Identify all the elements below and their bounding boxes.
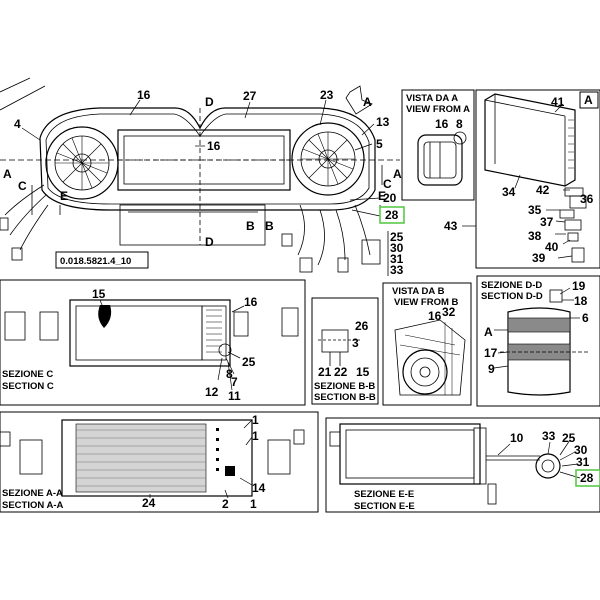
section-aa-callout-1-bottom: 1 <box>250 497 257 511</box>
view-from-a-panel: VISTA DA A VIEW FROM A 16 8 <box>401 89 475 201</box>
section-ee-title-it: SEZIONE E-E <box>354 489 414 500</box>
view-a-callout-8: 8 <box>456 117 463 131</box>
callout-16-top: 16 <box>137 88 151 102</box>
section-ee-callout-31: 31 <box>576 455 590 469</box>
callout-b-left: B <box>246 219 255 233</box>
detail-a-callout-34: 34 <box>502 185 516 199</box>
callout-16-mid: 16 <box>207 139 221 153</box>
section-dd-callout-19: 19 <box>572 279 586 293</box>
detail-a-callout-43: 43 <box>444 219 458 233</box>
section-c-callout-25: 25 <box>242 355 256 369</box>
section-c-panel: 15 16 25 7 12 8 11 SEZIONE C SECTION C <box>0 279 306 406</box>
callout-27: 27 <box>243 89 257 103</box>
callout-d-top: D <box>205 95 214 109</box>
view-b-title-en: VIEW FROM B <box>394 297 459 308</box>
view-a-title-it: VISTA DA A <box>406 93 458 104</box>
section-dd-callout-17: 17 <box>484 346 498 360</box>
section-c-title-it: SEZIONE C <box>2 369 53 380</box>
section-aa-panel: 1 1 14 24 2 1 SEZIONE A-A SECTION A-A <box>0 411 319 513</box>
section-ee-callout-10: 10 <box>510 431 524 445</box>
callout-31-main: 31 <box>390 252 404 266</box>
callout-4: 4 <box>14 117 21 131</box>
view-a-callout-16: 16 <box>435 117 449 131</box>
section-aa-callout-2: 2 <box>222 497 229 511</box>
section-aa-callout-1-mid: 1 <box>252 429 259 443</box>
section-dd-callout-18: 18 <box>574 294 588 308</box>
section-dd-callout-a: A <box>484 325 493 339</box>
section-bb-callout-15: 15 <box>356 365 370 379</box>
detail-a-tag: A <box>584 93 593 107</box>
section-c-callout-12: 12 <box>205 385 219 399</box>
section-dd-title-en: SECTION D-D <box>481 291 543 302</box>
callout-25-main: 25 <box>390 230 404 244</box>
detail-a-panel: A 41 34 42 36 <box>444 89 600 269</box>
view-b-callout-32: 32 <box>442 305 456 319</box>
detail-a-callout-41: 41 <box>551 95 565 109</box>
callout-d-bottom: D <box>205 235 214 249</box>
section-bb-callout-21: 21 <box>318 365 332 379</box>
section-bb-callout-26: 26 <box>355 319 369 333</box>
section-ee-callout-25: 25 <box>562 431 576 445</box>
section-bb-callout-22: 22 <box>334 365 348 379</box>
callout-20: 20 <box>383 191 397 205</box>
section-aa-callout-1-top: 1 <box>252 413 259 427</box>
section-bb-callout-3: 3 <box>352 336 359 350</box>
callout-e-left: E <box>60 189 68 203</box>
section-aa-title-en: SECTION A-A <box>2 500 64 511</box>
callout-a-arrow: A <box>363 95 372 109</box>
detail-a-callout-39: 39 <box>532 251 546 265</box>
callout-33-main: 33 <box>390 263 404 277</box>
section-dd-callout-6: 6 <box>582 311 589 325</box>
section-aa-callout-14: 14 <box>252 481 266 495</box>
detail-a-callout-42: 42 <box>536 183 550 197</box>
section-ee-title-en: SECTION E-E <box>354 501 415 512</box>
callout-a-left: A <box>3 167 12 181</box>
callout-e-right: E <box>378 189 386 203</box>
section-aa-callout-24: 24 <box>142 496 156 510</box>
callout-c-left: C <box>18 179 27 193</box>
section-ee-callout-33: 33 <box>542 429 556 443</box>
view-a-title-en: VIEW FROM A <box>406 104 470 115</box>
drawing-code-box <box>55 251 149 269</box>
callout-23: 23 <box>320 88 334 102</box>
section-c-callout-7: 7 <box>231 375 238 389</box>
section-bb-title-en: SECTION B-B <box>314 392 376 403</box>
detail-a-callout-40: 40 <box>545 240 559 254</box>
callout-5: 5 <box>376 137 383 151</box>
section-dd-callout-9: 9 <box>488 362 495 376</box>
main-assembly: 16 D 27 23 4 16 13 5 C A E 20 28 25 30 3… <box>0 77 405 277</box>
section-bb-panel: 26 3 21 22 15 SEZIONE B-B SECTION B-B <box>311 297 379 405</box>
section-c-title-en: SECTION C <box>2 381 54 392</box>
section-c-callout-15: 15 <box>92 287 106 301</box>
callout-a-right: A <box>393 167 402 181</box>
section-c-callout-11: 11 <box>228 389 241 403</box>
section-ee-panel: 10 33 25 30 31 28 SEZIONE E-E SECTION E-… <box>325 417 600 513</box>
callout-28-highlight <box>379 206 405 224</box>
section-ee-callout-30: 30 <box>574 443 588 457</box>
callout-c-right: C <box>383 177 392 191</box>
detail-a-callout-38: 38 <box>528 229 542 243</box>
section-aa-title-it: SEZIONE A-A <box>2 488 63 499</box>
section-ee-callout-28: 28 <box>580 471 594 485</box>
section-c-callout-16: 16 <box>244 295 258 309</box>
section-c-callout-8: 8 <box>226 367 233 381</box>
view-b-callout-16: 16 <box>428 309 442 323</box>
drawing-code: 0.018.5821.4_10 <box>60 256 131 267</box>
callout-b-right: B <box>265 219 274 233</box>
callout-13: 13 <box>376 115 390 129</box>
section-ee-callout-28-highlight <box>575 469 600 487</box>
callout-30-main: 30 <box>390 241 404 255</box>
detail-a-callout-37: 37 <box>540 215 554 229</box>
view-from-b-panel: VISTA DA B VIEW FROM B 16 32 <box>382 282 472 406</box>
section-bb-title-it: SEZIONE B-B <box>314 381 375 392</box>
section-dd-title-it: SEZIONE D-D <box>481 280 542 291</box>
section-dd-panel: SEZIONE D-D SECTION D-D 19 18 6 A 17 9 <box>476 275 600 407</box>
callout-28-main: 28 <box>385 208 399 222</box>
detail-a-callout-36: 36 <box>580 192 594 206</box>
view-b-title-it: VISTA DA B <box>392 286 445 297</box>
detail-a-callout-35: 35 <box>528 203 542 217</box>
